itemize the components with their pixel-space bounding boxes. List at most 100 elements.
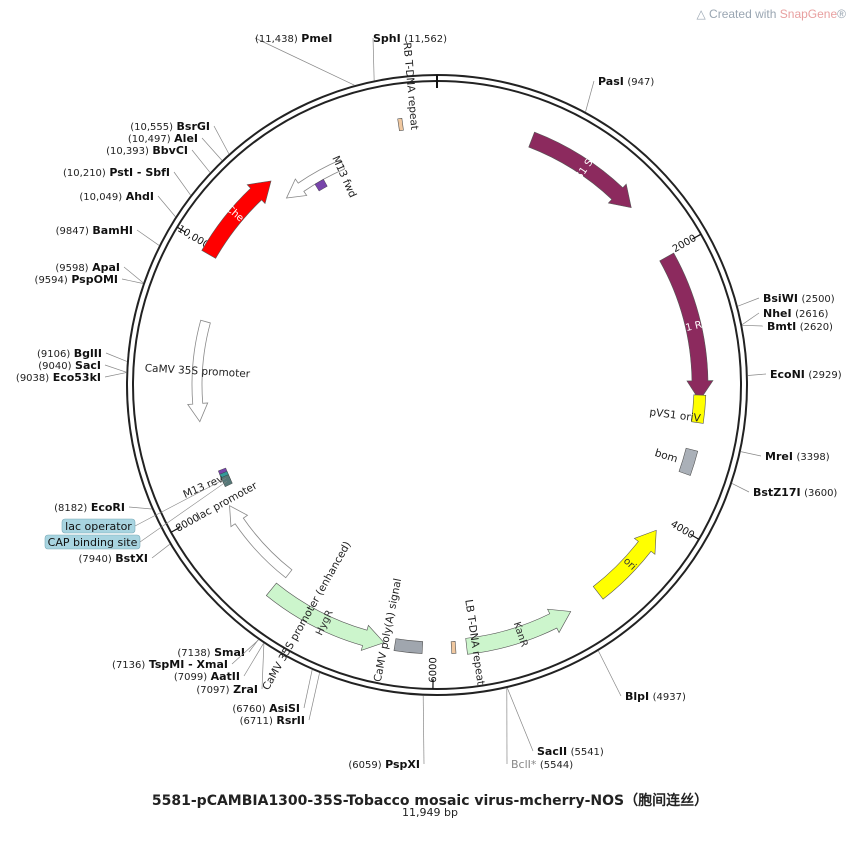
- site-line-bamhi: [136, 229, 160, 246]
- site-line-alei: [201, 137, 223, 161]
- site-bcli[interactable]: BclI* (5544): [511, 758, 573, 771]
- site-bstxi[interactable]: (7940) BstXI: [78, 552, 148, 565]
- site-position: (10,497): [128, 134, 171, 145]
- site-line-sacii: [506, 687, 534, 752]
- site-pmei[interactable]: (11,438) PmeI: [255, 32, 332, 45]
- site-position: (7136): [112, 660, 145, 671]
- site-line-zrai: [261, 643, 265, 690]
- site-name: EcoNI: [770, 368, 805, 381]
- site-position: (4937): [653, 692, 686, 703]
- site-line-pspxi: [422, 695, 425, 765]
- site-line-bglii: [105, 352, 128, 362]
- site-name: AsiSI: [269, 702, 300, 715]
- site-bsiwi[interactable]: BsiWI (2500): [763, 292, 835, 305]
- site-smai[interactable]: (7138) SmaI: [177, 646, 245, 659]
- snapgene-logo-icon: △: [696, 7, 706, 21]
- site-econi[interactable]: EcoNI (2929): [770, 368, 842, 381]
- site-sphi[interactable]: SphI (11,562): [373, 32, 447, 45]
- site-name: PasI: [598, 75, 624, 88]
- badge-label-cap-binding-site: CAP binding site: [48, 536, 138, 549]
- site-nhei[interactable]: NheI (2616): [763, 307, 828, 320]
- site-position: (947): [627, 77, 654, 88]
- box-rb-t-dna-repeat[interactable]: [397, 117, 404, 132]
- site-line-bbvci: [191, 149, 211, 173]
- site-ahdi[interactable]: (10,049) AhdI: [79, 190, 154, 203]
- feature-kanr[interactable]: [465, 608, 572, 655]
- box-bom[interactable]: [678, 447, 699, 476]
- site-alei[interactable]: (10,497) AleI: [128, 132, 198, 145]
- feature-pvs1-repa[interactable]: [659, 252, 714, 402]
- site-name: EcoRI: [91, 501, 125, 514]
- outline-camv-35s-promoter-enhanced[interactable]: [229, 504, 293, 579]
- site-saci[interactable]: (9040) SacI: [38, 359, 101, 372]
- site-position: (9038): [16, 373, 49, 384]
- feature-pvs1-staa[interactable]: [528, 131, 632, 209]
- site-line-aatii: [243, 643, 264, 677]
- site-asisi[interactable]: (6760) AsiSI: [232, 702, 300, 715]
- site-position: (5541): [571, 747, 604, 758]
- site-eco53ki[interactable]: (9038) Eco53kI: [16, 371, 101, 384]
- tick-label-4000: 4000: [669, 519, 697, 541]
- inner-label-m13-fwd: M13 fwd: [329, 154, 358, 200]
- site-position: (7138): [177, 648, 210, 659]
- site-rsrii[interactable]: (6711) RsrII: [240, 714, 305, 727]
- site-position: (10,555): [130, 122, 173, 133]
- site-position: (10,210): [63, 168, 106, 179]
- site-bstz17i[interactable]: BstZ17I (3600): [753, 486, 837, 499]
- site-name: Eco53kI: [53, 371, 101, 384]
- site-bbvci[interactable]: (10,393) BbvCI: [106, 144, 188, 157]
- site-line-ecori: [128, 506, 152, 510]
- site-name: BmtI: [767, 320, 796, 333]
- site-psti-sbfi[interactable]: (10,210) PstI - SbfI: [63, 166, 170, 179]
- snapgene-branding: △ Created with SnapGene®: [696, 7, 846, 21]
- site-line-nhei: [741, 312, 760, 325]
- site-line-ahdi: [157, 195, 176, 217]
- site-pspomi[interactable]: (9594) PspOMI: [35, 273, 118, 286]
- box-lb-t-dna-repeat[interactable]: [450, 641, 457, 654]
- site-zrai[interactable]: (7097) ZraI: [196, 683, 258, 696]
- site-name: BsrGI: [177, 120, 210, 133]
- site-mrei[interactable]: MreI (3398): [765, 450, 830, 463]
- site-line-bstz17i: [731, 483, 750, 493]
- site-bamhi[interactable]: (9847) BamHI: [56, 224, 133, 237]
- site-bglii[interactable]: (9106) BglII: [37, 347, 102, 360]
- site-pasi[interactable]: PasI (947): [598, 75, 654, 88]
- site-position: (9594): [35, 275, 68, 286]
- feature-hygr[interactable]: [265, 582, 385, 651]
- site-name: BstZ17I: [753, 486, 801, 499]
- site-line-bmti: [742, 324, 764, 327]
- outline-e9-terminator[interactable]: [285, 159, 346, 199]
- site-line-blpi: [598, 650, 622, 697]
- feature-ori[interactable]: [592, 529, 657, 600]
- site-name: BamHI: [92, 224, 133, 237]
- site-ecori[interactable]: (8182) EcoRI: [54, 501, 125, 514]
- box-pvs1-oriv[interactable]: [691, 394, 707, 424]
- outline-camv-35s-promoter[interactable]: [187, 319, 211, 423]
- site-name: AatII: [211, 670, 240, 683]
- site-bmti[interactable]: BmtI (2620): [767, 320, 833, 333]
- site-line-pmei: [254, 37, 355, 86]
- box-camv-poly-a-signal[interactable]: [393, 638, 424, 654]
- site-name: SmaI: [214, 646, 245, 659]
- site-bsrgi[interactable]: (10,555) BsrGI: [130, 120, 210, 133]
- site-tspmi-xmai[interactable]: (7136) TspMI - XmaI: [112, 658, 228, 671]
- site-position: (9598): [55, 263, 88, 274]
- site-name: SphI: [373, 32, 401, 45]
- site-name: BbvCI: [152, 144, 188, 157]
- site-position: (9847): [56, 226, 89, 237]
- site-name: SacI: [75, 359, 101, 372]
- feature-mcherry[interactable]: [201, 180, 272, 259]
- site-sacii[interactable]: SacII (5541): [537, 745, 604, 758]
- tick-8000: [170, 526, 181, 533]
- site-line-pspomi: [121, 278, 144, 284]
- site-name: PmeI: [301, 32, 332, 45]
- site-aatii[interactable]: (7099) AatII: [174, 670, 240, 683]
- site-apai[interactable]: (9598) ApaI: [55, 261, 120, 274]
- branding-name: SnapGene: [779, 7, 838, 21]
- site-line-pasi: [585, 80, 595, 112]
- site-pspxi[interactable]: (6059) PspXI: [348, 758, 420, 771]
- site-position: (6711): [240, 716, 273, 727]
- site-blpi[interactable]: BlpI (4937): [625, 690, 686, 703]
- site-name: BsiWI: [763, 292, 798, 305]
